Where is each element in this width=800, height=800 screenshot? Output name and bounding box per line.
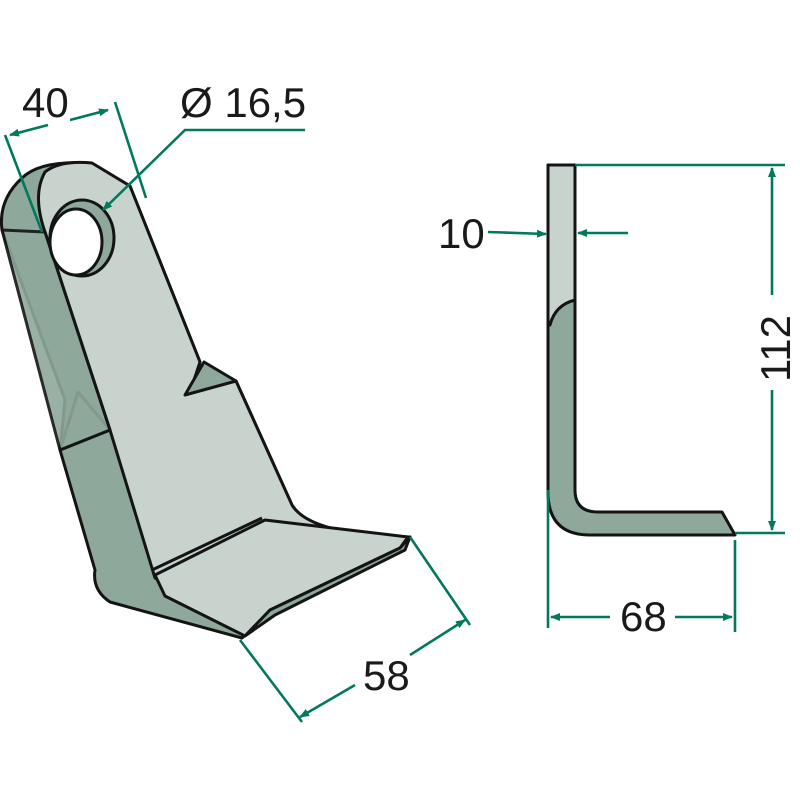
mounting-hole xyxy=(48,207,104,277)
dimension-thickness: 10 xyxy=(438,210,485,257)
blade-perspective-view xyxy=(0,160,412,640)
dimension-width-top: 40 xyxy=(22,79,69,126)
dimension-height: 112 xyxy=(752,315,799,382)
dimension-lines xyxy=(3,101,785,723)
dimension-blade-width: 58 xyxy=(363,652,410,699)
blade-side-view xyxy=(546,163,737,537)
dimension-hole-diameter: Ø 16,5 xyxy=(180,79,306,126)
dimension-side-length: 68 xyxy=(620,593,667,640)
